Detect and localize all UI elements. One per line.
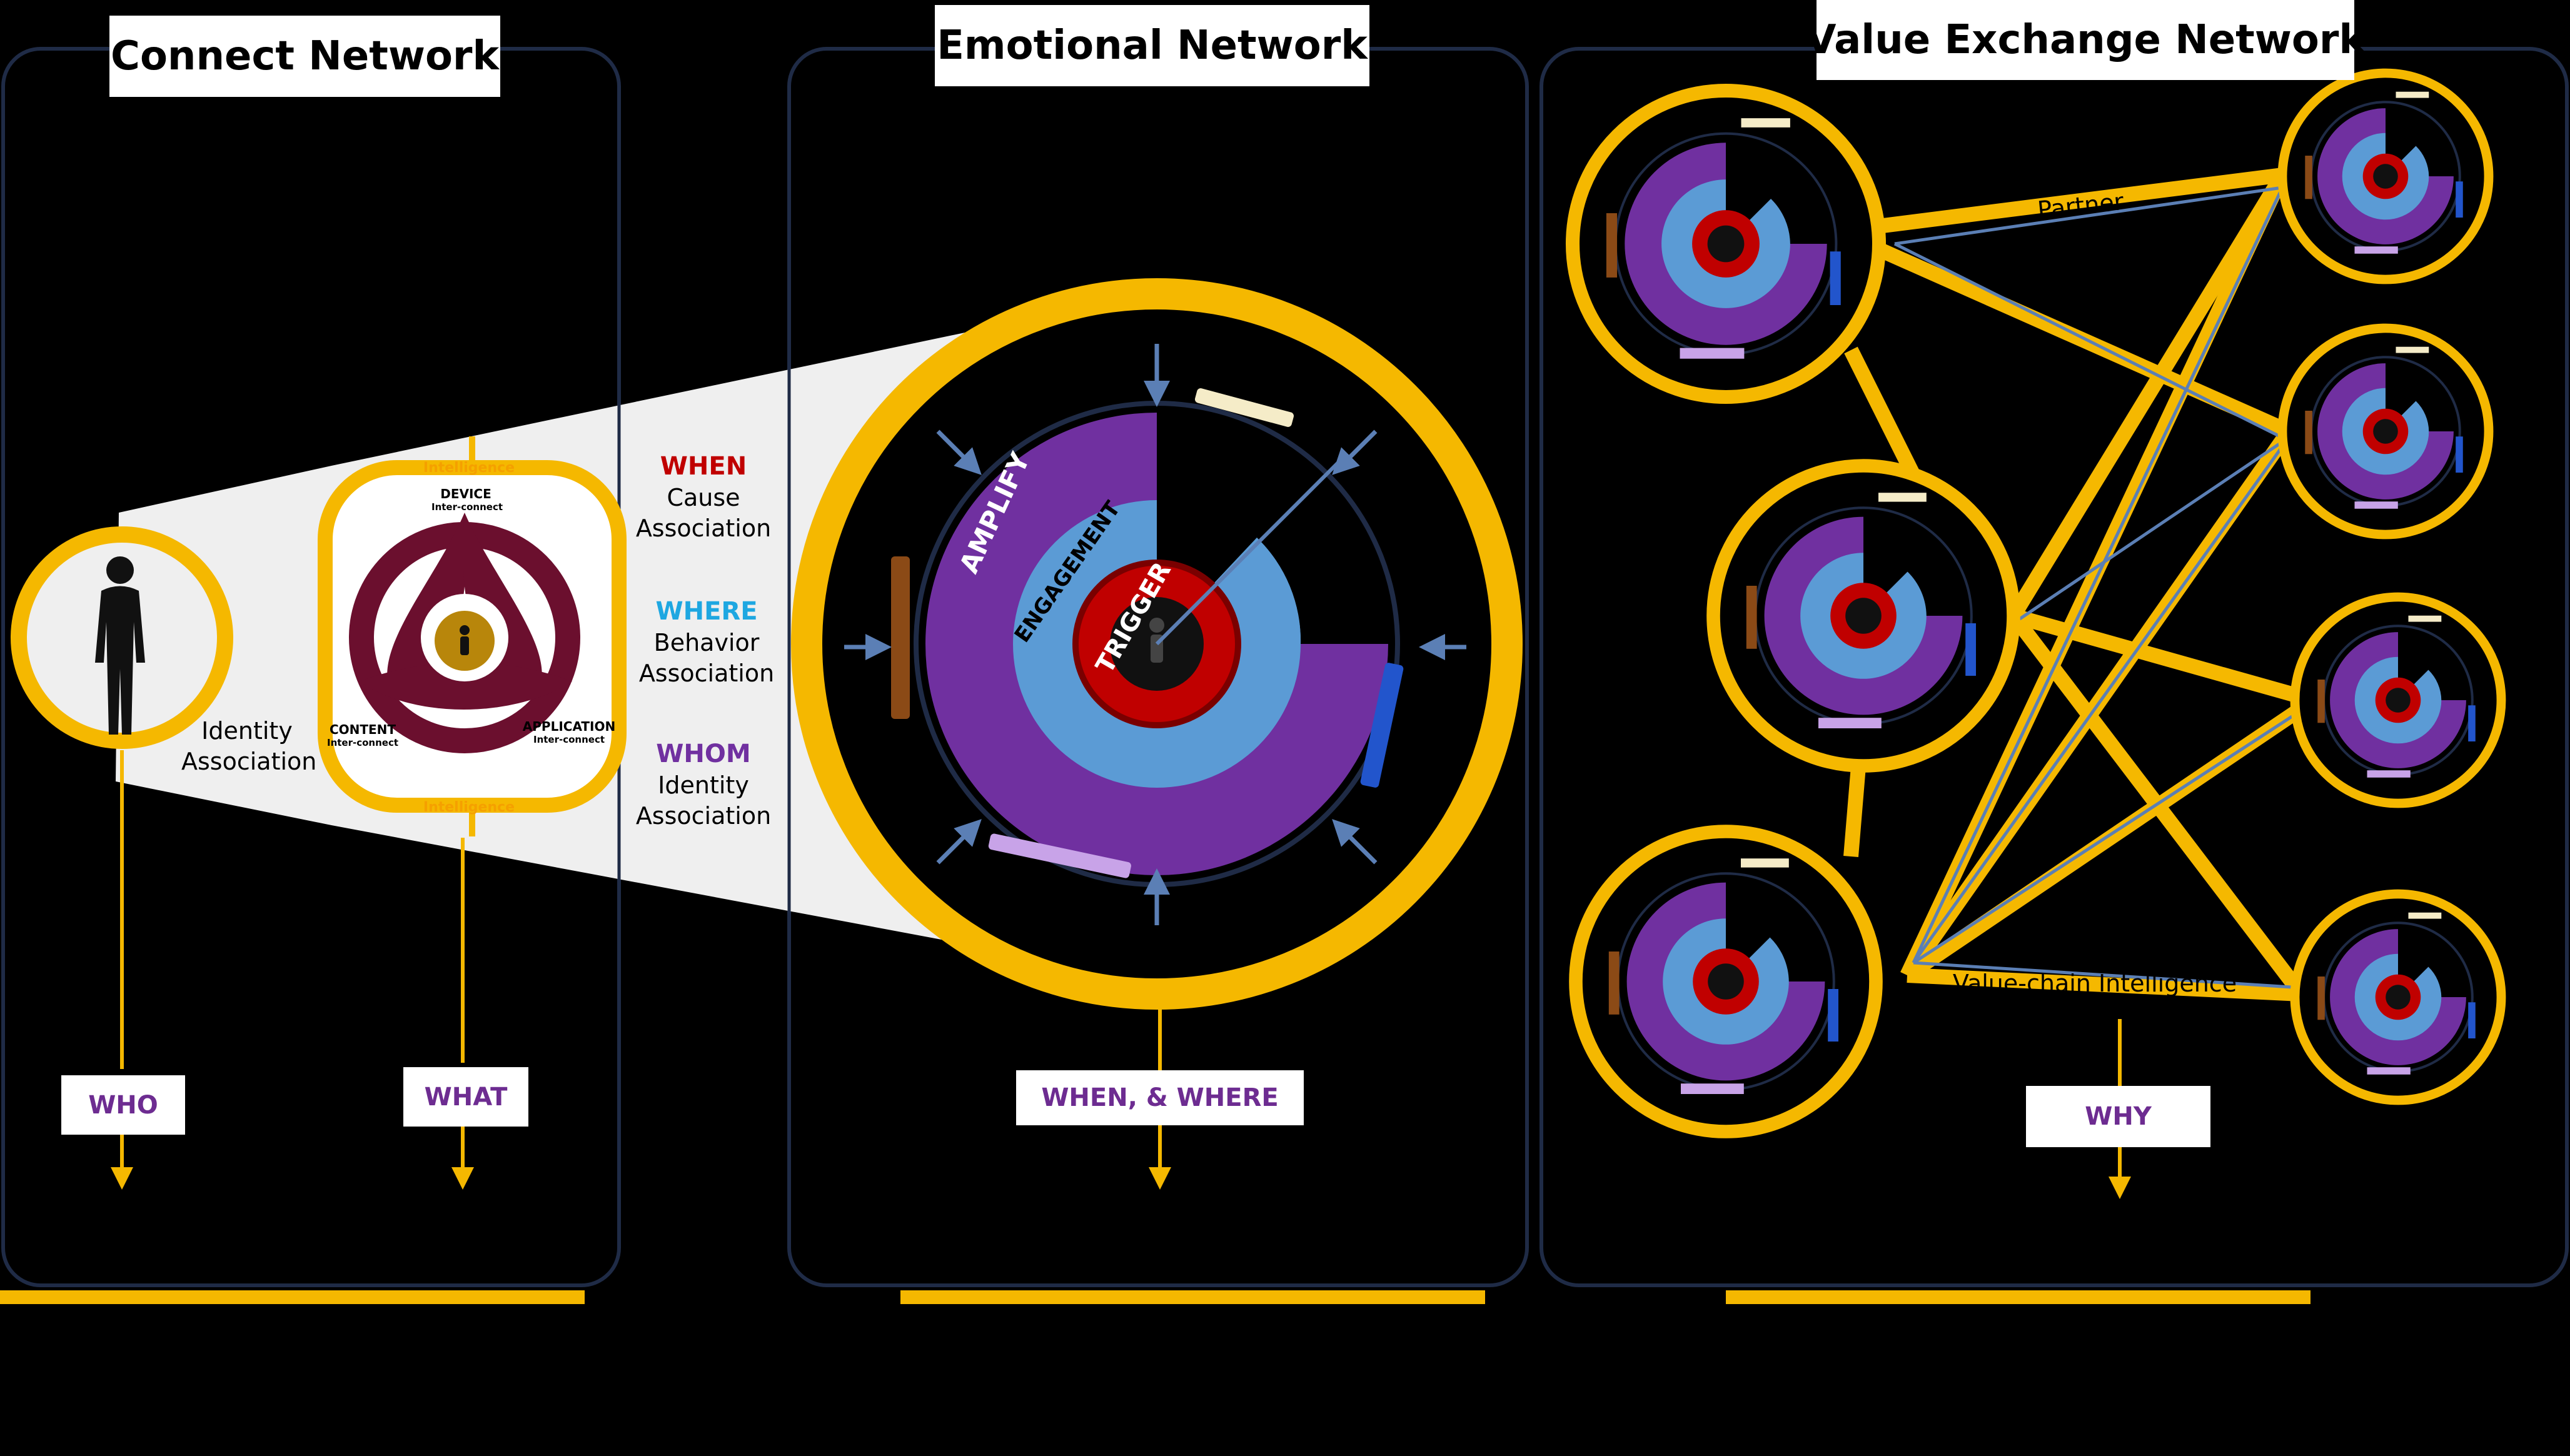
trinity-node xyxy=(318,460,627,813)
value-bottom-bar xyxy=(1726,1290,2310,1304)
where-line2: Association xyxy=(638,660,775,688)
connect-network-title: Connect Network xyxy=(109,16,500,97)
when-heading: WHEN xyxy=(660,452,747,481)
identity-line2: Association xyxy=(181,748,317,776)
partner-bottom-line1: Partner xyxy=(2051,939,2139,966)
person-small-icon xyxy=(460,625,470,655)
who-tag: WHO xyxy=(61,1075,185,1135)
intelligence-top-label: Intelligence xyxy=(423,460,515,476)
where-line1: Behavior xyxy=(653,629,760,656)
identity-association-label: Identity Association xyxy=(181,716,317,778)
whom-line1: Identity xyxy=(658,771,749,799)
application-sub: Inter-connect xyxy=(533,734,605,745)
person-silhouette-icon xyxy=(95,556,145,735)
partner-bottom-line2: Value-chain Intelligence xyxy=(1952,970,2237,998)
lilac-bar-icon xyxy=(988,833,1131,878)
when-line1: Cause xyxy=(667,484,740,511)
whom-line2: Association xyxy=(635,802,772,830)
where-heading: WHERE xyxy=(655,597,758,626)
where-association: WHERE Behavior Association xyxy=(632,595,782,690)
connect-bottom-bar xyxy=(0,1290,585,1304)
value-node-7 xyxy=(2290,889,2506,1105)
brown-bar-icon xyxy=(891,556,910,719)
emotional-ring xyxy=(791,278,1523,1010)
intelligence-bottom-label: Intelligence xyxy=(423,800,515,815)
value-node-1 xyxy=(1565,83,1887,404)
device-title: DEVICE xyxy=(440,486,491,501)
value-nodes xyxy=(1565,68,2506,1138)
whom-association: WHOM Identity Association xyxy=(632,738,775,832)
when-association: WHEN Cause Association xyxy=(632,450,775,545)
emotional-ring-arrows xyxy=(844,344,1466,925)
device-label: DEVICE Inter-connect xyxy=(431,486,503,513)
application-label: APPLICATION Inter-connect xyxy=(522,719,616,745)
content-label: CONTENT Inter-connect xyxy=(325,722,400,748)
partner-bottom-label: Partner Value-chain Intelligence xyxy=(1938,938,2251,1000)
device-sub: Inter-connect xyxy=(431,501,503,513)
value-node-2 xyxy=(1706,459,2020,773)
what-tag: WHAT xyxy=(403,1067,528,1127)
value-network-thin-links xyxy=(1893,186,2309,990)
why-tag: WHY xyxy=(2026,1086,2210,1147)
when-line2: Association xyxy=(635,515,772,543)
value-node-5 xyxy=(2277,323,2494,540)
when-where-tag: WHEN, & WHERE xyxy=(1016,1070,1304,1125)
value-node-4 xyxy=(2277,68,2494,284)
identity-node xyxy=(11,526,233,749)
blue-bar-icon xyxy=(1360,663,1404,788)
application-title: APPLICATION xyxy=(522,719,616,734)
content-title: CONTENT xyxy=(329,722,396,737)
value-exchange-network-title: Value Exchange Network xyxy=(1805,0,2366,80)
down-arrows xyxy=(111,750,2131,1199)
whom-heading: WHOM xyxy=(656,740,751,768)
identity-line1: Identity xyxy=(201,717,293,745)
value-node-3 xyxy=(1569,825,1883,1138)
cream-bar-icon xyxy=(1194,388,1294,427)
emotional-network-title: Emotional Network xyxy=(935,5,1369,86)
value-node-6 xyxy=(2290,592,2506,808)
emotional-bottom-bar xyxy=(900,1290,1485,1304)
content-sub: Inter-connect xyxy=(326,737,399,748)
